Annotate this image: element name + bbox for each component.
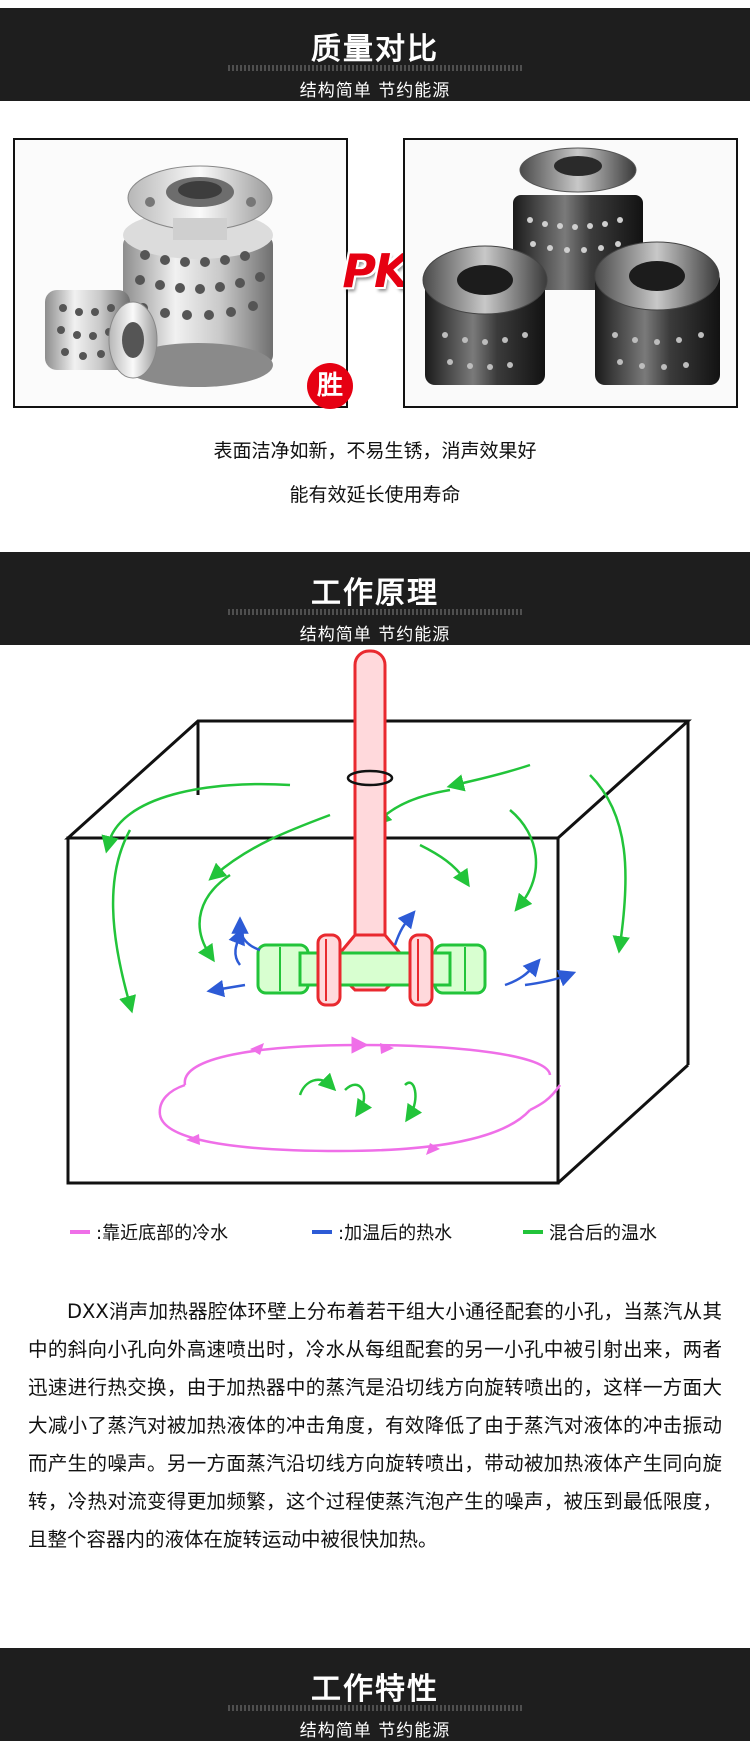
legend-cold-water: :靠近底部的冷水 xyxy=(70,1219,228,1245)
principle-paragraph: DXX消声加热器腔体环壁上分布着若干组大小通径配套的小孔，当蒸汽从其中的斜向小孔… xyxy=(28,1300,722,1551)
section-banner-features: 工作特性 结构简单 节约能源 xyxy=(0,1648,750,1741)
caption-line-2: 能有效延长使用寿命 xyxy=(289,484,461,506)
legend-swatch xyxy=(523,1230,543,1234)
banner-rule xyxy=(228,609,522,615)
section-subtitle: 结构简单 节约能源 xyxy=(299,81,451,101)
section-subtitle: 结构简单 节约能源 xyxy=(299,625,451,645)
legend-label: :靠近底部的冷水 xyxy=(96,1223,229,1244)
section-subtitle: 结构简单 节约能源 xyxy=(299,1721,451,1741)
caption-line-1: 表面洁净如新，不易生锈，消声效果好 xyxy=(213,440,537,462)
legend-swatch xyxy=(312,1230,332,1234)
pk-label: PK xyxy=(342,244,409,298)
winner-badge: 胜 xyxy=(307,363,353,409)
legend-warm-water: 混合后的温水 xyxy=(523,1219,657,1245)
stainless-heater-photo xyxy=(13,138,348,408)
legend-hot-water: :加温后的热水 xyxy=(312,1219,452,1245)
rusty-heater-photo xyxy=(403,138,738,408)
banner-rule xyxy=(228,65,522,71)
principle-diagram xyxy=(64,649,692,1185)
legend-swatch xyxy=(70,1230,90,1234)
legend-label: :加温后的热水 xyxy=(338,1223,453,1244)
section-title: 工作特性 xyxy=(311,1672,439,1707)
section-banner-principle: 工作原理 结构简单 节约能源 xyxy=(0,552,750,645)
section-title: 质量对比 xyxy=(311,32,439,67)
banner-rule xyxy=(228,1705,522,1711)
section-banner-quality: 质量对比 结构简单 节约能源 xyxy=(0,8,750,101)
section-title: 工作原理 xyxy=(311,576,439,611)
legend-label: 混合后的温水 xyxy=(549,1223,657,1244)
